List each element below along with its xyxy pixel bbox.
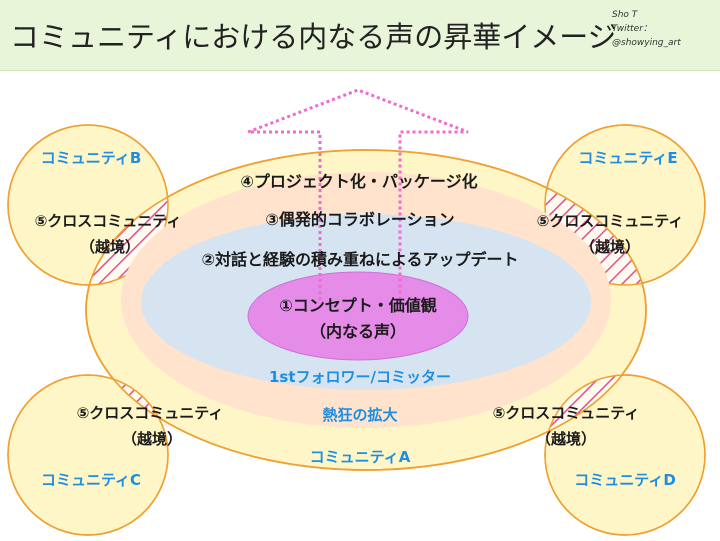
author-credit: Sho T Twitter：@showying_art bbox=[612, 8, 720, 50]
follower-label: 1stフォロワー/コミッター bbox=[268, 368, 451, 386]
cross-sub-c: （越境） bbox=[121, 430, 182, 448]
credit-twitter: Twitter：@showying_art bbox=[612, 24, 681, 48]
core-ellipse bbox=[247, 271, 469, 361]
cross-sub-b: （越境） bbox=[79, 238, 140, 256]
cross-sub-d: （越境） bbox=[535, 430, 596, 448]
expansion-label: 熱狂の拡大 bbox=[322, 406, 398, 424]
header-bar: コミュニティにおける内なる声の昇華イメージ Sho T Twitter：@sho… bbox=[0, 0, 720, 71]
cross-label-b: ⑤クロスコミュニティ bbox=[34, 212, 182, 230]
core-label-line2: （内なる声） bbox=[309, 322, 406, 341]
chance-label: ③偶発的コラボレーション bbox=[265, 210, 455, 229]
cross-label-c: ⑤クロスコミュニティ bbox=[76, 404, 224, 422]
page-title: コミュニティにおける内なる声の昇華イメージ bbox=[10, 20, 617, 54]
cross-label-d: ⑤クロスコミュニティ bbox=[492, 404, 640, 422]
community-e-label: コミュニティE bbox=[578, 149, 678, 167]
cross-label-e: ⑤クロスコミュニティ bbox=[536, 212, 684, 230]
community-a-label: コミュニティA bbox=[309, 448, 411, 466]
community-d-label: コミュニティD bbox=[574, 471, 676, 489]
dialogue-label: ②対話と経験の積み重ねによるアップデート bbox=[201, 250, 519, 269]
upward-arrow bbox=[247, 88, 469, 300]
core-label-line1: ①コンセプト・価値観 bbox=[279, 296, 437, 315]
community-c-label: コミュニティC bbox=[40, 471, 142, 489]
project-label: ④プロジェクト化・パッケージ化 bbox=[240, 172, 478, 191]
cross-sub-e: （越境） bbox=[579, 238, 640, 256]
community-b-label: コミュニティB bbox=[40, 149, 142, 167]
credit-name: Sho T bbox=[612, 10, 638, 20]
